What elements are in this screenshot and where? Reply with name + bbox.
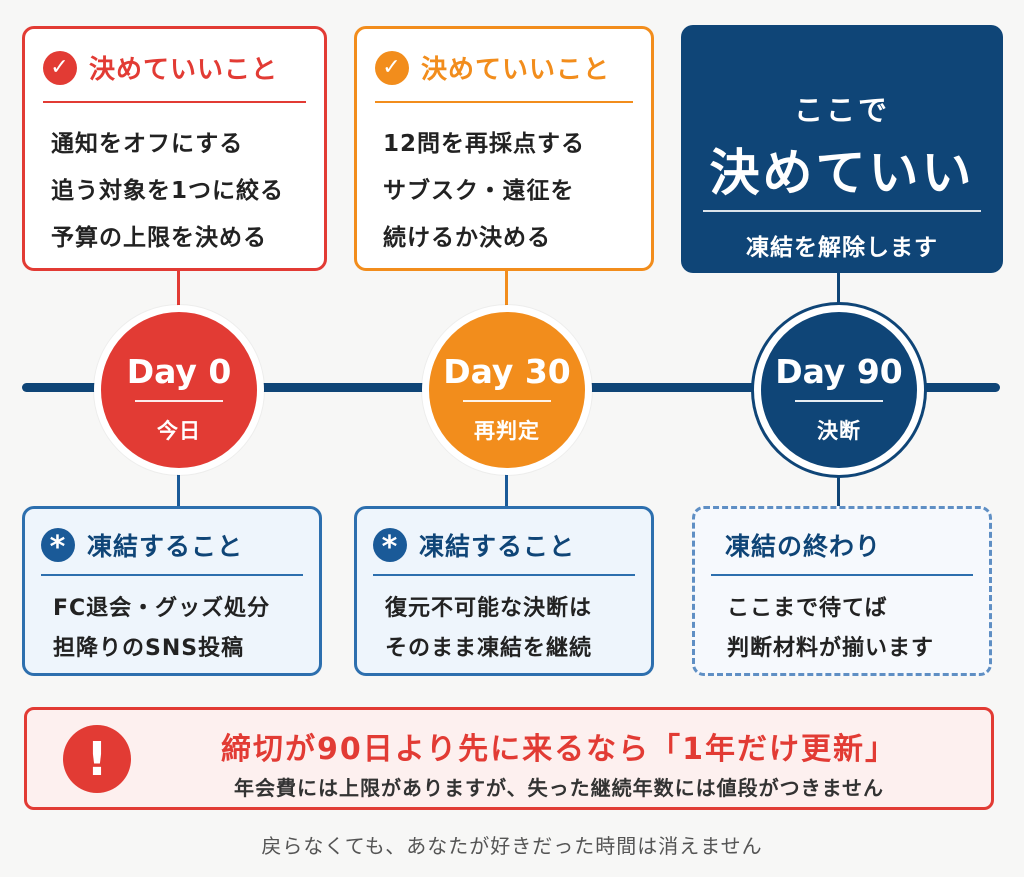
list-item: 担降りのSNS投稿 bbox=[53, 636, 245, 661]
decision-card-footer: 凍結を解除します bbox=[746, 235, 938, 261]
divider bbox=[135, 400, 223, 402]
freeze-card-list: FC退会・グッズ処分 担降りのSNS投稿 bbox=[53, 589, 270, 669]
connector-line bbox=[837, 272, 840, 310]
divider bbox=[41, 574, 303, 576]
milestone-day: Day 30 bbox=[443, 352, 571, 391]
asterisk-icon: * bbox=[41, 528, 75, 563]
freeze-card-list: ここまで待てば 判断材料が揃います bbox=[727, 589, 934, 669]
footer-message: 戻らなくても、あなたが好きだった時間は消えません bbox=[261, 834, 763, 858]
freeze-end-card: 凍結の終わり ここまで待てば 判断材料が揃います bbox=[692, 506, 992, 676]
freeze-card-title: 凍結すること bbox=[419, 532, 576, 561]
freeze-card-header: * 凍結すること bbox=[373, 527, 575, 563]
list-item: ここまで待てば bbox=[727, 596, 888, 621]
list-item: 通知をオフにする bbox=[51, 131, 244, 157]
decide-card-day0: ✓ 決めていいこと 通知をオフにする 追う対象を1つに絞る 予算の上限を決める bbox=[22, 26, 327, 271]
connector-line bbox=[505, 470, 508, 508]
decision-card: ここで 決めていい 凍結を解除します bbox=[681, 25, 1003, 273]
decide-card-day30: ✓ 決めていいこと 12問を再採点する サブスク・遠征を 続けるか決める bbox=[354, 26, 654, 271]
connector-line bbox=[177, 470, 180, 508]
check-icon: ✓ bbox=[375, 50, 409, 85]
divider bbox=[375, 101, 633, 103]
divider bbox=[703, 210, 981, 212]
freeze-card-day0: * 凍結すること FC退会・グッズ処分 担降りのSNS投稿 bbox=[22, 506, 322, 676]
divider bbox=[43, 101, 306, 103]
list-item: サブスク・遠征を bbox=[383, 178, 575, 204]
freeze-card-header: 凍結の終わり bbox=[725, 527, 881, 563]
decide-card-header: ✓ 決めていいこと bbox=[375, 49, 610, 86]
milestone-label: 今日 bbox=[157, 419, 201, 443]
divider bbox=[373, 574, 635, 576]
list-item: 追う対象を1つに絞る bbox=[51, 178, 285, 204]
decide-card-header: ✓ 決めていいこと bbox=[43, 49, 278, 86]
connector-line bbox=[177, 270, 180, 310]
freeze-card-title: 凍結の終わり bbox=[725, 532, 882, 561]
freeze-card-day30: * 凍結すること 復元不可能な決断は そのまま凍結を継続 bbox=[354, 506, 654, 676]
connector-line bbox=[505, 270, 508, 310]
list-item: 続けるか決める bbox=[383, 225, 551, 251]
decision-card-kicker: ここで bbox=[793, 93, 890, 127]
divider bbox=[795, 400, 883, 402]
freeze-card-title: 凍結すること bbox=[87, 532, 244, 561]
list-item: 判断材料が揃います bbox=[727, 636, 935, 661]
warning-subtitle: 年会費には上限がありますが、失った継続年数には値段がつきません bbox=[234, 776, 884, 800]
decide-card-title: 決めていいこと bbox=[421, 55, 611, 85]
divider bbox=[463, 400, 551, 402]
milestone-day0: Day 0 今日 bbox=[94, 305, 264, 475]
freeze-card-list: 復元不可能な決断は そのまま凍結を継続 bbox=[385, 589, 592, 669]
list-item: FC退会・グッズ処分 bbox=[53, 596, 271, 621]
warning-banner: ! 締切が90日より先に来るなら「1年だけ更新」 年会費には上限がありますが、失… bbox=[24, 707, 994, 810]
decide-card-list: 通知をオフにする 追う対象を1つに絞る 予算の上限を決める bbox=[51, 121, 284, 262]
milestone-label: 決断 bbox=[817, 419, 861, 443]
milestone-label: 再判定 bbox=[474, 419, 540, 443]
milestone-day: Day 90 bbox=[775, 352, 903, 391]
decide-card-list: 12問を再採点する サブスク・遠征を 続けるか決める bbox=[383, 121, 585, 262]
milestone-day90: Day 90 決断 bbox=[754, 305, 924, 475]
decide-card-title: 決めていいこと bbox=[89, 55, 279, 85]
asterisk-icon: * bbox=[373, 528, 407, 563]
list-item: そのまま凍結を継続 bbox=[385, 636, 593, 661]
divider bbox=[711, 574, 973, 576]
milestone-day: Day 0 bbox=[126, 352, 232, 391]
list-item: 復元不可能な決断は bbox=[385, 596, 593, 621]
milestone-day30: Day 30 再判定 bbox=[422, 305, 592, 475]
freeze-card-header: * 凍結すること bbox=[41, 527, 243, 563]
list-item: 12問を再採点する bbox=[383, 131, 586, 157]
decision-card-title: 決めていい bbox=[709, 144, 975, 202]
exclamation-icon: ! bbox=[63, 725, 131, 793]
check-icon: ✓ bbox=[43, 50, 77, 85]
connector-line bbox=[837, 470, 840, 508]
warning-title: 締切が90日より先に来るなら「1年だけ更新」 bbox=[220, 732, 898, 767]
list-item: 予算の上限を決める bbox=[51, 225, 267, 251]
